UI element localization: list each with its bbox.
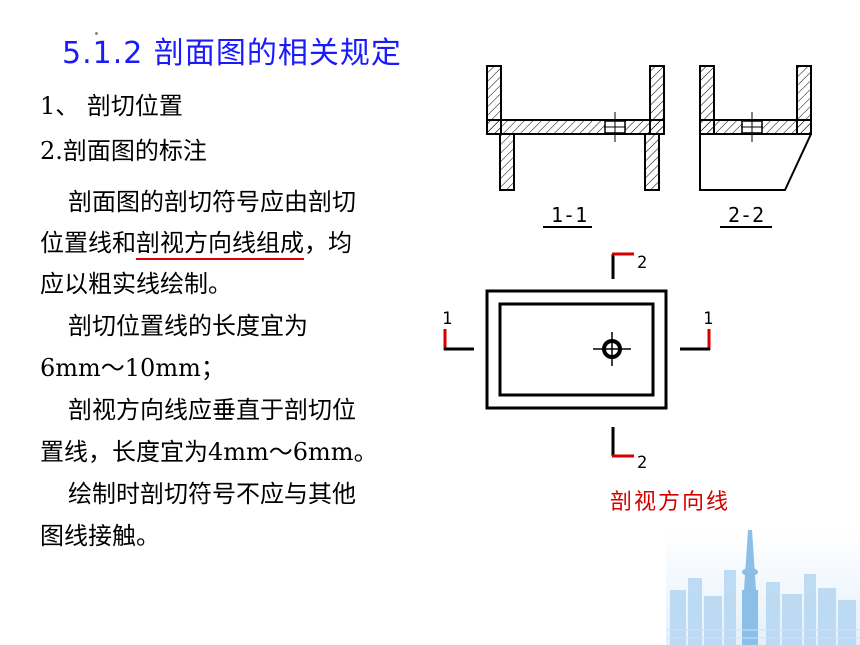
section-2-2-drawing [699, 65, 812, 191]
paragraph-line-9: 图线接触。 [40, 522, 160, 550]
cutting-symbol-right [680, 329, 711, 351]
paragraph-line-4: 剖切位置线的长度宜为 [68, 312, 308, 340]
paragraph-line-6: 剖视方向线应垂直于剖切位 [68, 396, 356, 424]
plan-view [485, 289, 668, 410]
cutting-symbol-bottom [611, 427, 634, 458]
section-1-1-drawing [486, 65, 665, 191]
paragraph-line-7: 置线，长度宜为4mm～6mm。 [40, 438, 378, 466]
cutting-symbol-left [443, 329, 474, 351]
cutting-mark-bottom-number: 2 [637, 453, 647, 473]
item-cutting-position: 1、 剖切位置 [40, 92, 183, 120]
paragraph-line-2-start: 位置线和 [40, 229, 136, 257]
underlined-term: 剖视方向线组成 [136, 229, 304, 257]
cutting-symbol-top [611, 252, 634, 279]
cutting-mark-right-number: 1 [703, 309, 713, 329]
section-label-1-1: 1-1 [551, 203, 587, 227]
slide-title: 5.1.2 剖面图的相关规定 [62, 36, 402, 71]
cutting-mark-top-number: 2 [637, 253, 647, 273]
item-section-annotation: 2.剖面图的标注 [40, 137, 207, 165]
paragraph-line-1: 剖面图的剖切符号应由剖切 [68, 188, 356, 216]
paragraph-line-3: 应以粗实线绘制。 [40, 270, 232, 298]
paragraph-line-5: 6mm～10mm； [40, 354, 225, 382]
title-dot [95, 32, 98, 35]
paragraph-line-2-end: ，均 [304, 229, 352, 257]
section-label-2-2: 2-2 [728, 203, 764, 227]
cutting-mark-left-number: 1 [442, 309, 452, 329]
direction-line-caption: 剖视方向线 [610, 490, 731, 515]
paragraph-line-2: 位置线和剖视方向线组成，均 [40, 231, 352, 255]
city-skyline-watermark [666, 530, 860, 645]
paragraph-line-8: 绘制时剖切符号不应与其他 [68, 480, 356, 508]
